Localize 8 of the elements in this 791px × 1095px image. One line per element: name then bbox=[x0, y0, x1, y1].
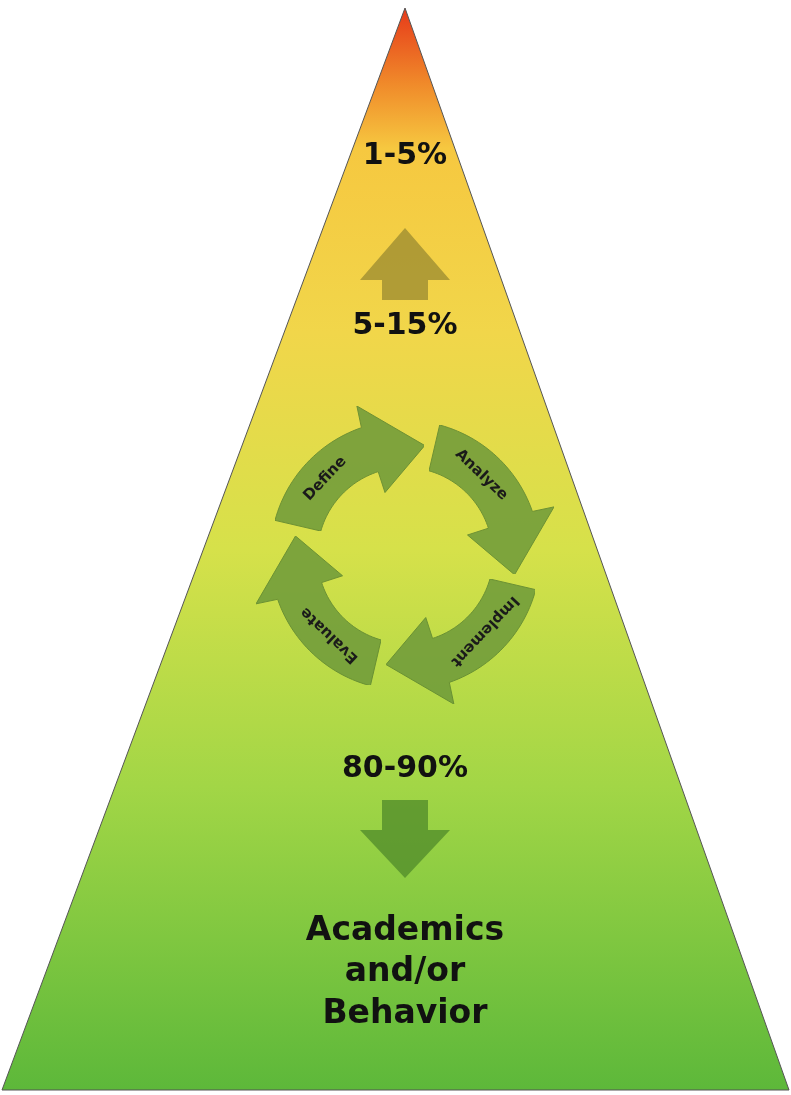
cycle-segment bbox=[385, 579, 536, 705]
percentage-label: 5-15% bbox=[351, 305, 459, 343]
cycle-segment bbox=[429, 424, 555, 575]
percentage-label: 80-90% bbox=[341, 748, 469, 786]
percentage-label: 1-5% bbox=[361, 135, 449, 173]
cycle-segment bbox=[274, 405, 425, 531]
cycle-segment bbox=[255, 535, 381, 686]
tier-label: Academics and/or Behavior bbox=[304, 908, 506, 1032]
